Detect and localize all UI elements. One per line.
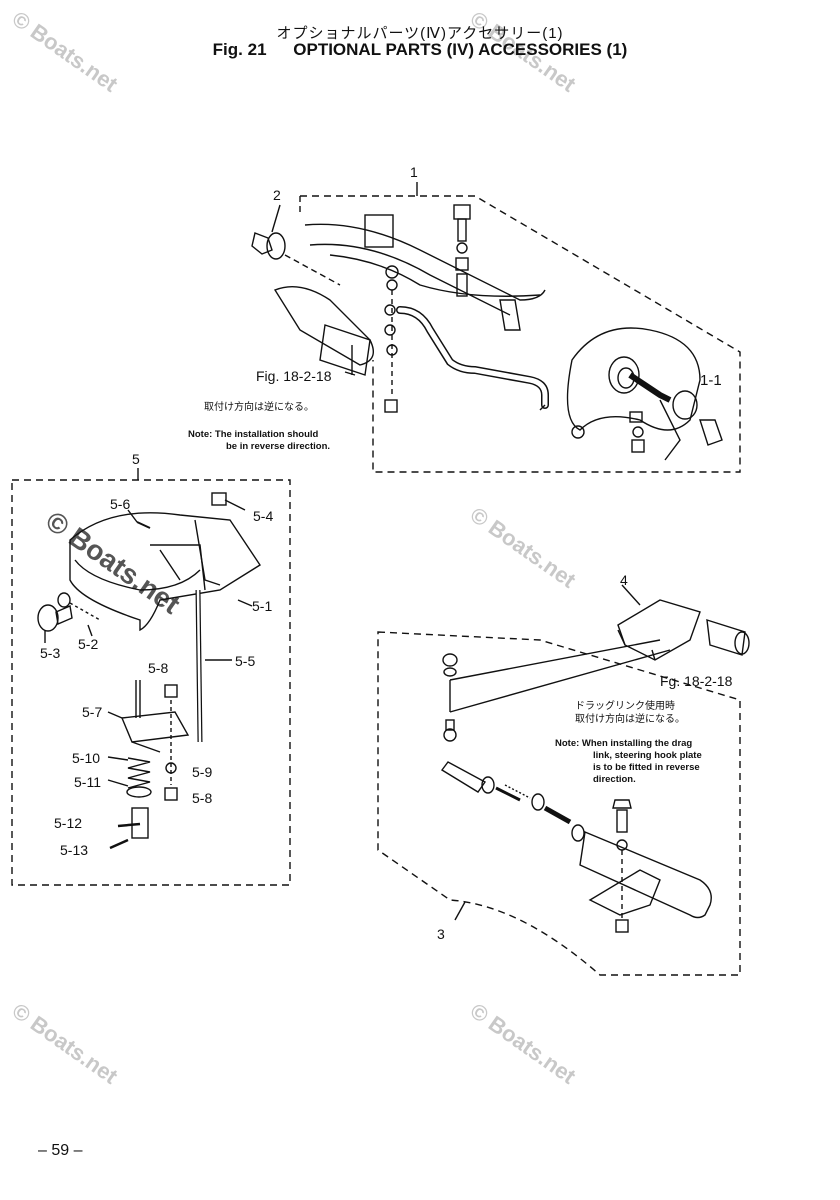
- callout-5-8: 5-8: [148, 660, 169, 676]
- figure-reference: Fig. 18-2-18: [256, 368, 332, 384]
- drag-link-note: Note: When installing the drag link, ste…: [555, 738, 702, 786]
- figure-number: Fig. 21: [212, 40, 267, 59]
- group-1-outline: [300, 195, 741, 473]
- callout-5-11: 5-11: [74, 774, 101, 790]
- note-line: is to be fitted in reverse: [593, 762, 700, 773]
- callout-5-2: 5-2: [78, 636, 99, 652]
- drag-link: [449, 639, 671, 713]
- installation-note: Note: The installation should be in reve…: [188, 429, 330, 453]
- note-line: Note: When installing the drag: [555, 738, 693, 749]
- callout-5-9: 5-9: [192, 764, 213, 780]
- part-5-1-bracket: [69, 512, 261, 632]
- callout-5-6: 5-6: [110, 496, 131, 512]
- callout-5-3: 5-3: [40, 645, 61, 661]
- callout-5-10: 5-10: [72, 750, 101, 766]
- callout-5-4: 5-4: [253, 508, 274, 524]
- callout-5-5: 5-5: [235, 653, 256, 669]
- callout-5-12: 5-12: [54, 815, 83, 831]
- tiller-bar: [579, 831, 712, 919]
- group-5-outline: [11, 479, 291, 886]
- part-2-knob: [251, 232, 273, 255]
- page-number: – 59 –: [38, 1142, 83, 1159]
- note-japanese: 取付け方向は逆になる。: [204, 402, 314, 413]
- motor-housing: [566, 327, 701, 431]
- note-line: direction.: [593, 774, 636, 785]
- note-japanese: ドラッグリンク使用時 取付け方向は逆になる。: [575, 700, 685, 726]
- note-line: ドラッグリンク使用時: [575, 701, 675, 712]
- note-line: 取付け方向は逆になる。: [575, 714, 685, 725]
- callout-5-13: 5-13: [60, 842, 89, 858]
- steering-rod: [396, 306, 549, 409]
- callout-5-8: 5-8: [192, 790, 213, 806]
- note-line: Note: The installation should: [188, 429, 319, 440]
- callout-2: 2: [273, 187, 281, 203]
- callout-1-1: 1-1: [700, 372, 722, 389]
- part-4-bracket: [617, 599, 701, 661]
- callout-5: 5: [132, 451, 140, 467]
- callout-5-7: 5-7: [82, 704, 103, 720]
- page-title-japanese: オプショナルパーツ(Ⅳ)アクセサリー(1): [276, 25, 564, 42]
- note-line: be in reverse direction.: [226, 441, 331, 452]
- callout-5-1: 5-1: [252, 598, 273, 614]
- part-5-7-plate: [120, 711, 190, 743]
- callout-1: 1: [410, 164, 418, 180]
- figure-title: OPTIONAL PARTS (IV) ACCESSORIES (1): [293, 40, 628, 59]
- group-3-outline: [377, 631, 741, 976]
- callout-3: 3: [437, 926, 445, 942]
- note-line: link, steering hook plate: [593, 750, 702, 761]
- page-title: Fig. 21 OPTIONAL PARTS (IV) ACCESSORIES …: [0, 40, 840, 60]
- part-5-10-spring: [127, 757, 151, 789]
- callout-4: 4: [620, 572, 628, 588]
- mount-bracket: [304, 223, 546, 316]
- figure-reference: Fg. 18-2-18: [660, 673, 733, 689]
